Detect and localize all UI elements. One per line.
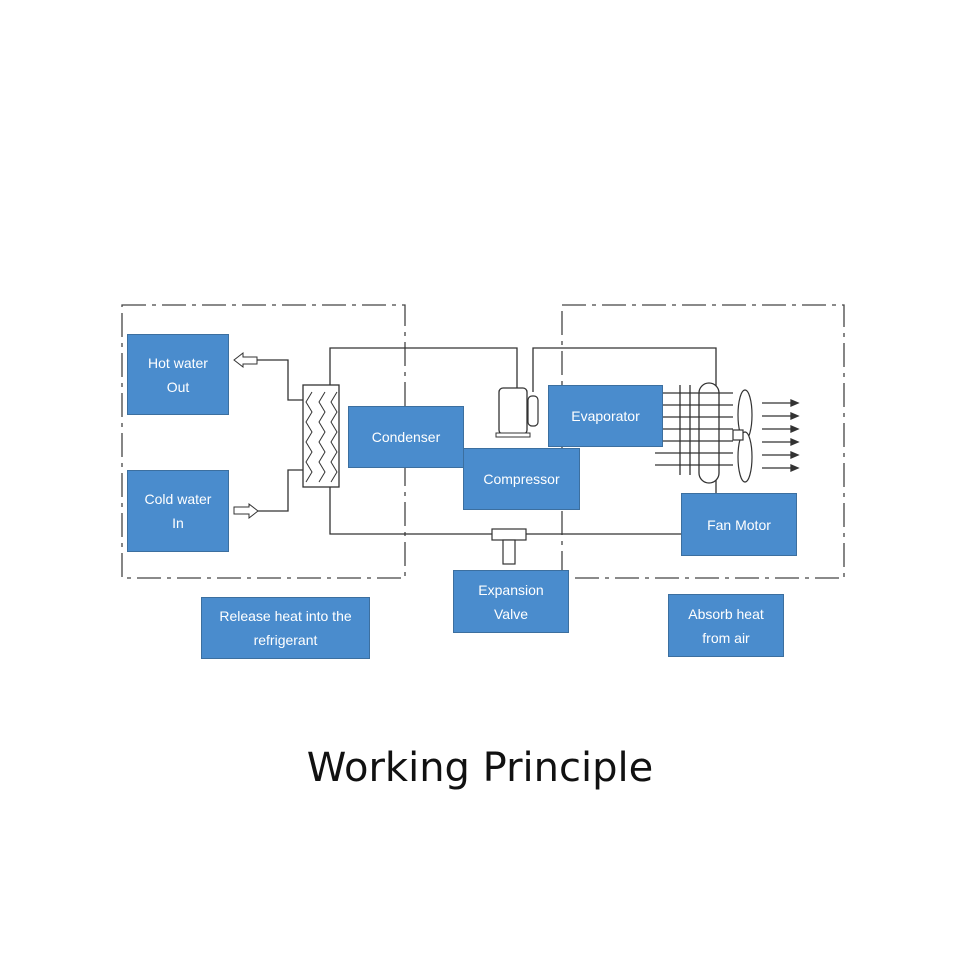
heat-exchanger-icon [302,384,340,488]
water-pipes [257,359,303,512]
release-heat-box: Release heat into the refrigerant [201,597,370,659]
hot-water-out-box: Hot water Out [127,334,229,415]
cold-water-in-box: Cold water In [127,470,229,552]
absorb-heat-box: Absorb heat from air [668,594,784,657]
cold-water-arrow-icon [233,502,259,520]
compressor-unit-icon [495,387,539,438]
airflow-arrows-icon [762,399,800,472]
expansion-valve-box: Expansion Valve [453,570,569,633]
evaporator-coil-icon [655,382,733,484]
fan-motor-box: Fan Motor [681,493,797,556]
refrigerant-piping [329,347,717,535]
fan-icon [732,389,753,483]
compressor-box: Compressor [463,448,580,510]
hot-water-arrow-icon [233,351,258,369]
evaporator-box: Evaporator [548,385,663,447]
expansion-valve-icon [491,528,527,565]
condenser-box: Condenser [348,406,464,468]
page-title: Working Principle [306,745,654,791]
